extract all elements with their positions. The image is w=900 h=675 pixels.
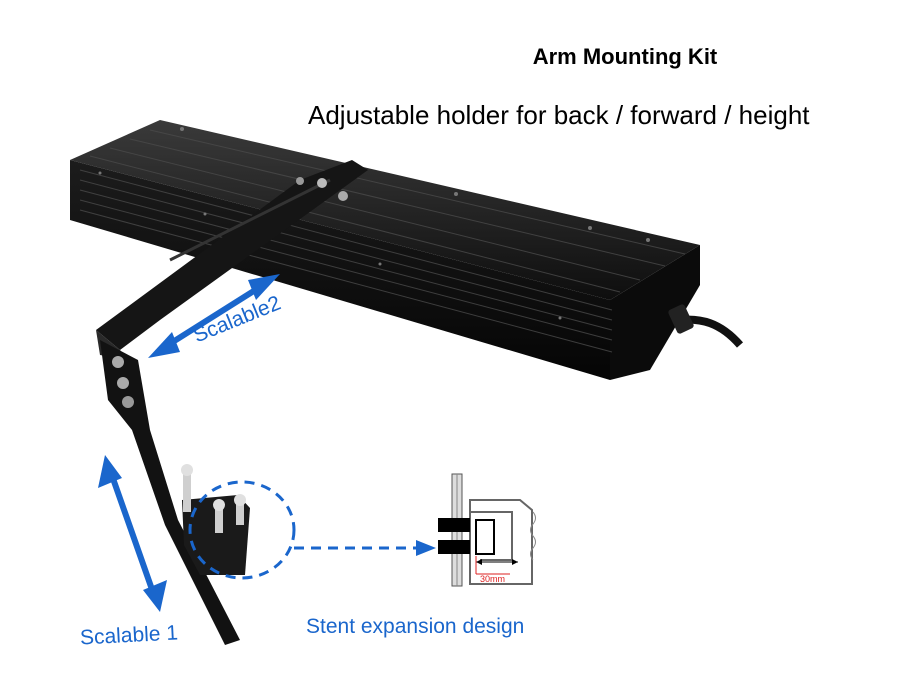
scalable1-double-arrow-icon (98, 455, 167, 612)
scalable1-label: Scalable 1 (79, 621, 179, 650)
stent-expansion-label: Stent expansion design (306, 615, 525, 638)
vertical-arm (100, 340, 240, 645)
detail-callout (188, 480, 436, 580)
callout-arrowhead-icon (416, 540, 436, 556)
led-fixture (70, 120, 700, 380)
scalable2-double-arrow-icon (148, 274, 280, 358)
stent-detail-diagram: 30mm (438, 473, 536, 587)
product-subtitle: Adjustable holder for back / forward / h… (308, 100, 810, 130)
clamp-bracket (181, 464, 250, 575)
product-title: Arm Mounting Kit (532, 44, 718, 69)
dimension-label: 30mm (480, 574, 505, 584)
power-cable (668, 304, 744, 348)
